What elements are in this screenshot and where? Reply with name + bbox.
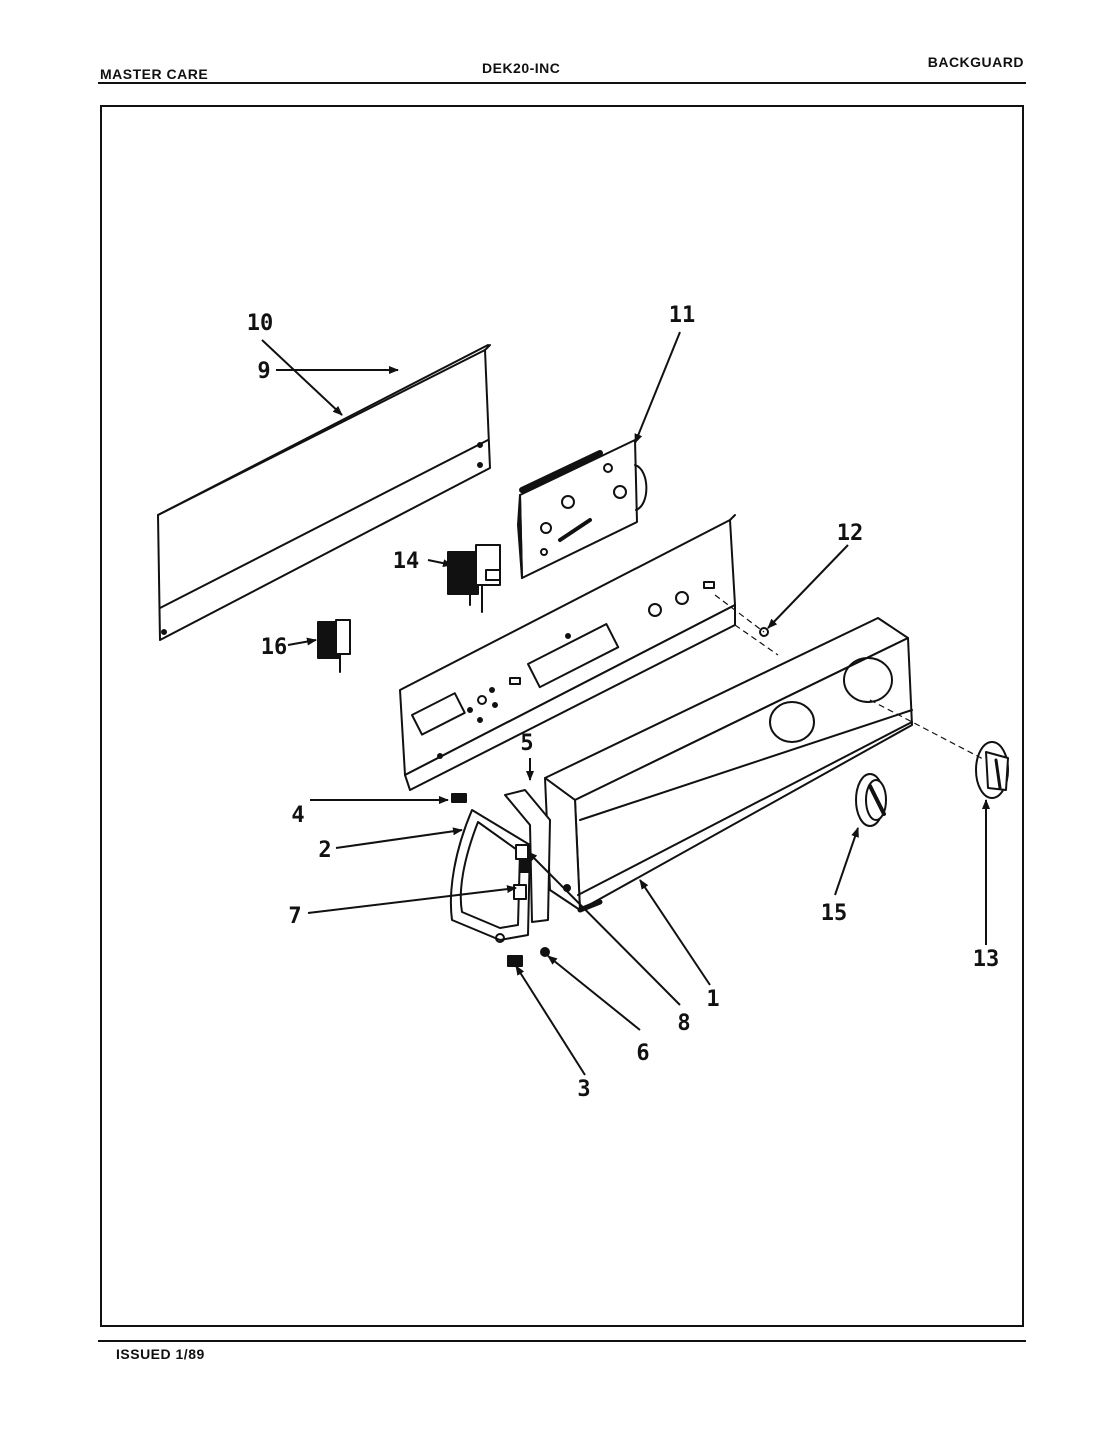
callout-7: 7: [288, 904, 301, 929]
infinite-switch: [317, 619, 351, 673]
small-control-knob: [855, 773, 887, 827]
leader-line-12: [767, 544, 849, 629]
leader-line-2: [335, 827, 463, 849]
mounting-screw-bottom: [540, 947, 550, 957]
callout-1: 1: [706, 987, 719, 1012]
callout-15: 15: [821, 901, 848, 926]
callout-12: 12: [837, 521, 864, 546]
rotary-switch: [447, 544, 501, 613]
brand-label: MASTER CARE: [100, 66, 209, 82]
assembly-line: [714, 594, 765, 633]
callout-3: 3: [577, 1077, 590, 1102]
leader-line-3: [515, 965, 586, 1076]
callout-4: 4: [291, 803, 304, 828]
leader-line-7: [307, 885, 517, 914]
callout-8: 8: [677, 1011, 690, 1036]
side-trim: [504, 789, 551, 923]
section-title: BACKGUARD: [927, 54, 1024, 70]
leader-line-8: [527, 851, 681, 1006]
assembly-line: [869, 699, 986, 761]
leader-line-16: [287, 637, 317, 646]
leader-line-11: [634, 331, 681, 444]
leader-line-6: [547, 955, 641, 1031]
leader-line-15: [834, 827, 859, 896]
callout-2: 2: [318, 838, 331, 863]
callout-5: 5: [520, 731, 533, 756]
assembly-line: [734, 624, 779, 656]
footer-rule: [98, 1340, 1026, 1342]
leader-line-1: [639, 879, 711, 986]
large-control-knob: [975, 741, 1009, 799]
callout-11: 11: [669, 303, 696, 328]
retainer-clip-top: [451, 793, 467, 803]
diagram-frame: [100, 105, 1024, 1327]
rear-shield-panel: [157, 344, 491, 641]
callout-9: 9: [257, 359, 270, 384]
callout-6: 6: [636, 1041, 649, 1066]
bracket: [513, 844, 529, 900]
issue-date: ISSUED 1/89: [116, 1346, 205, 1362]
timer-board: [517, 439, 648, 579]
leader-line-10: [261, 339, 343, 416]
model-number: DEK20-INC: [482, 60, 561, 76]
retainer-clip-bottom: [507, 955, 523, 967]
callout-16: 16: [261, 635, 288, 660]
callout-13: 13: [973, 947, 1000, 972]
callout-10: 10: [247, 311, 274, 336]
callout-14: 14: [393, 549, 420, 574]
leader-line-14: [427, 559, 453, 568]
header-rule: [98, 82, 1026, 84]
control-panel: [399, 514, 736, 791]
end-cap: [449, 809, 531, 943]
